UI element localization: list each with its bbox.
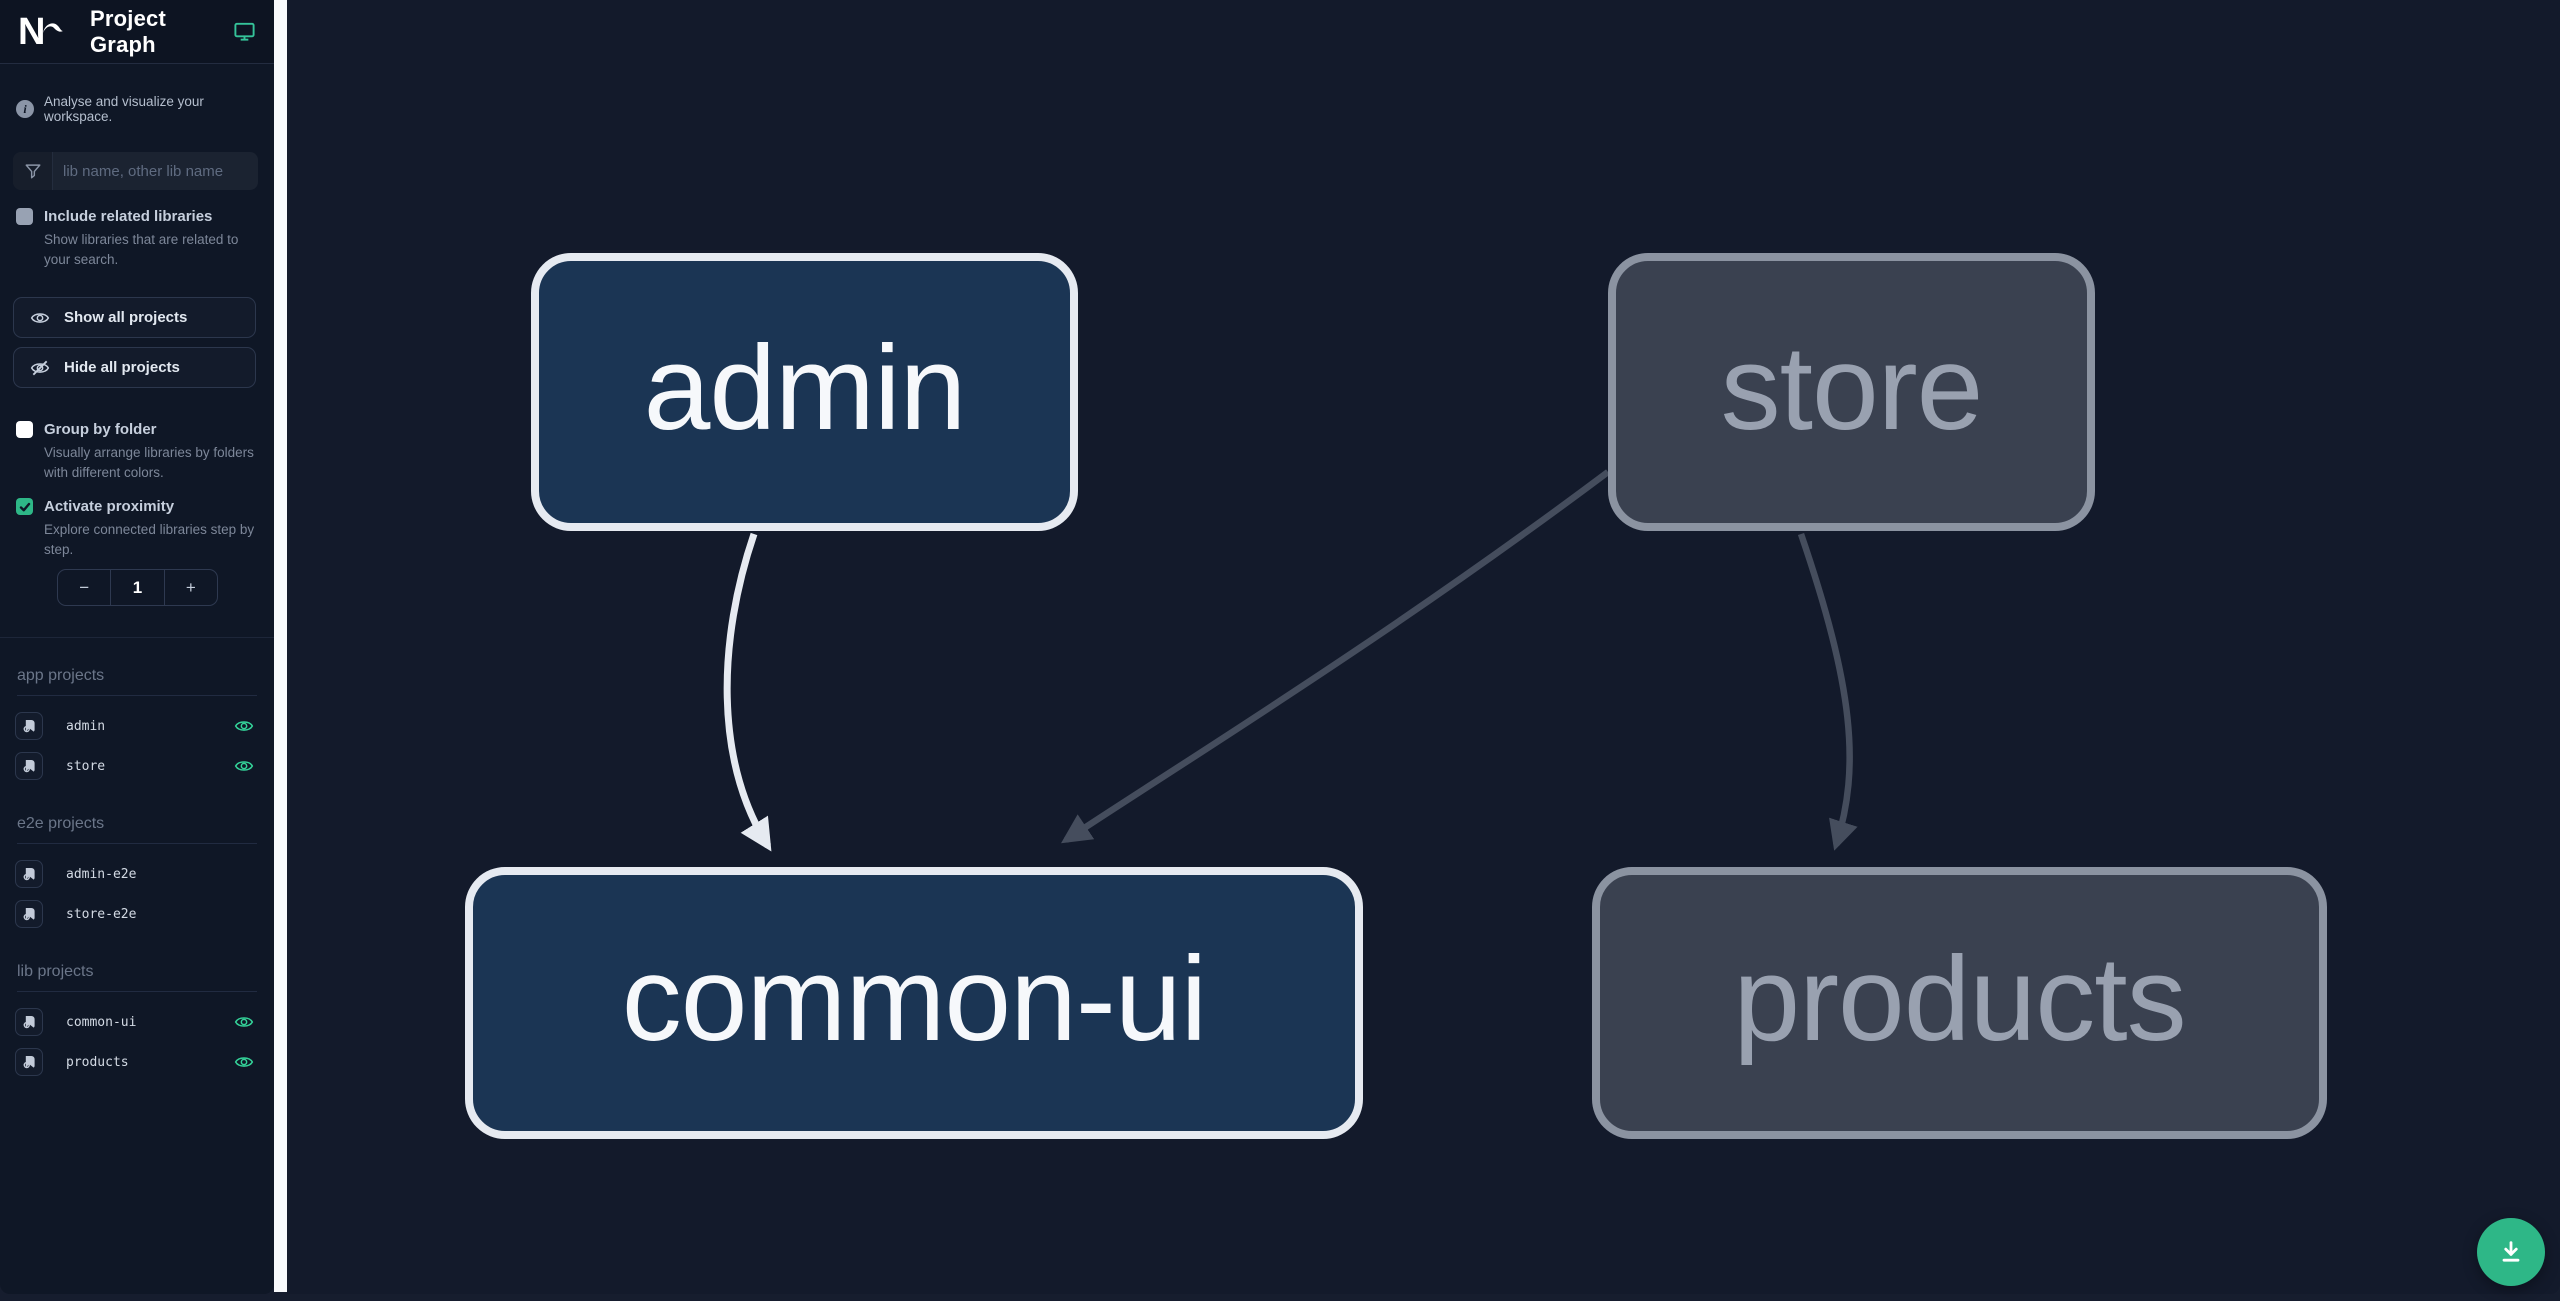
include-related-checkbox[interactable]: [16, 208, 33, 225]
panel-divider: [274, 0, 287, 1292]
section-heading: app projects: [17, 666, 257, 696]
sidebar-divider: [0, 637, 274, 638]
toggle-visibility-eye-icon[interactable]: [233, 1011, 255, 1033]
sidebar: N Project Graph i Analyse and visualize …: [0, 0, 274, 1294]
section-app-projects: app projects admin store: [15, 666, 257, 786]
group-by-folder-checkbox[interactable]: [16, 421, 33, 438]
stepper-value: 1: [110, 570, 163, 605]
graph-node-admin[interactable]: admin: [531, 253, 1078, 531]
sidebar-header: N Project Graph: [0, 0, 274, 64]
funnel-icon: [13, 152, 53, 190]
focus-project-icon[interactable]: [15, 860, 43, 888]
focus-project-icon[interactable]: [15, 1048, 43, 1076]
toggle-visibility-eye-icon[interactable]: [233, 755, 255, 777]
proximity-stepper: − 1 +: [57, 569, 218, 606]
section-lib-projects: lib projects common-ui products: [15, 962, 257, 1082]
project-row-products: products: [15, 1042, 257, 1082]
hide-all-projects-button[interactable]: Hide all projects: [13, 347, 256, 388]
nx-logo: N: [18, 10, 63, 54]
section-e2e-projects: e2e projects admin-e2e store-e2e: [15, 814, 257, 934]
toggle-visibility-eye-icon[interactable]: [233, 1051, 255, 1073]
eye-icon: [30, 312, 50, 323]
page-title: Project Graph: [90, 5, 166, 57]
eye-off-icon: [30, 360, 50, 375]
stepper-decrement-button[interactable]: −: [79, 577, 90, 597]
info-icon: i: [16, 100, 34, 118]
toggle-include-related: Include related libraries Show libraries…: [16, 207, 258, 270]
workspace-tagline: i Analyse and visualize your workspace.: [16, 94, 266, 124]
graph-node-store[interactable]: store: [1608, 253, 2095, 531]
section-heading: lib projects: [17, 962, 257, 992]
graph-node-products[interactable]: products: [1592, 867, 2327, 1139]
filter-box: [13, 152, 258, 190]
toggle-activate-proximity: Activate proximity Explore connected lib…: [16, 497, 258, 560]
download-icon: [2502, 1241, 2520, 1262]
focus-project-icon[interactable]: [15, 900, 43, 928]
graph-node-common-ui[interactable]: common-ui: [465, 867, 1363, 1139]
section-heading: e2e projects: [17, 814, 257, 844]
project-row-admin-e2e: admin-e2e: [15, 854, 257, 894]
focus-project-icon[interactable]: [15, 712, 43, 740]
monitor-icon[interactable]: [233, 20, 256, 43]
focus-project-icon[interactable]: [15, 752, 43, 780]
project-row-store: store: [15, 746, 257, 786]
project-row-common-ui: common-ui: [15, 1002, 257, 1042]
stepper-increment-button[interactable]: +: [163, 570, 217, 605]
toggle-visibility-eye-icon[interactable]: [233, 715, 255, 737]
nx-logo-swoosh: [43, 22, 63, 33]
project-row-store-e2e: store-e2e: [15, 894, 257, 934]
show-all-projects-button[interactable]: Show all projects: [13, 297, 256, 338]
checkmark-icon: [19, 502, 30, 511]
activate-proximity-checkbox[interactable]: [16, 498, 33, 515]
focus-project-icon[interactable]: [15, 1008, 43, 1036]
toggle-group-by-folder: Group by folder Visually arrange librari…: [16, 420, 258, 483]
download-image-button[interactable]: [2477, 1218, 2545, 1286]
project-row-admin: admin: [15, 706, 257, 746]
filter-input[interactable]: [53, 152, 258, 190]
